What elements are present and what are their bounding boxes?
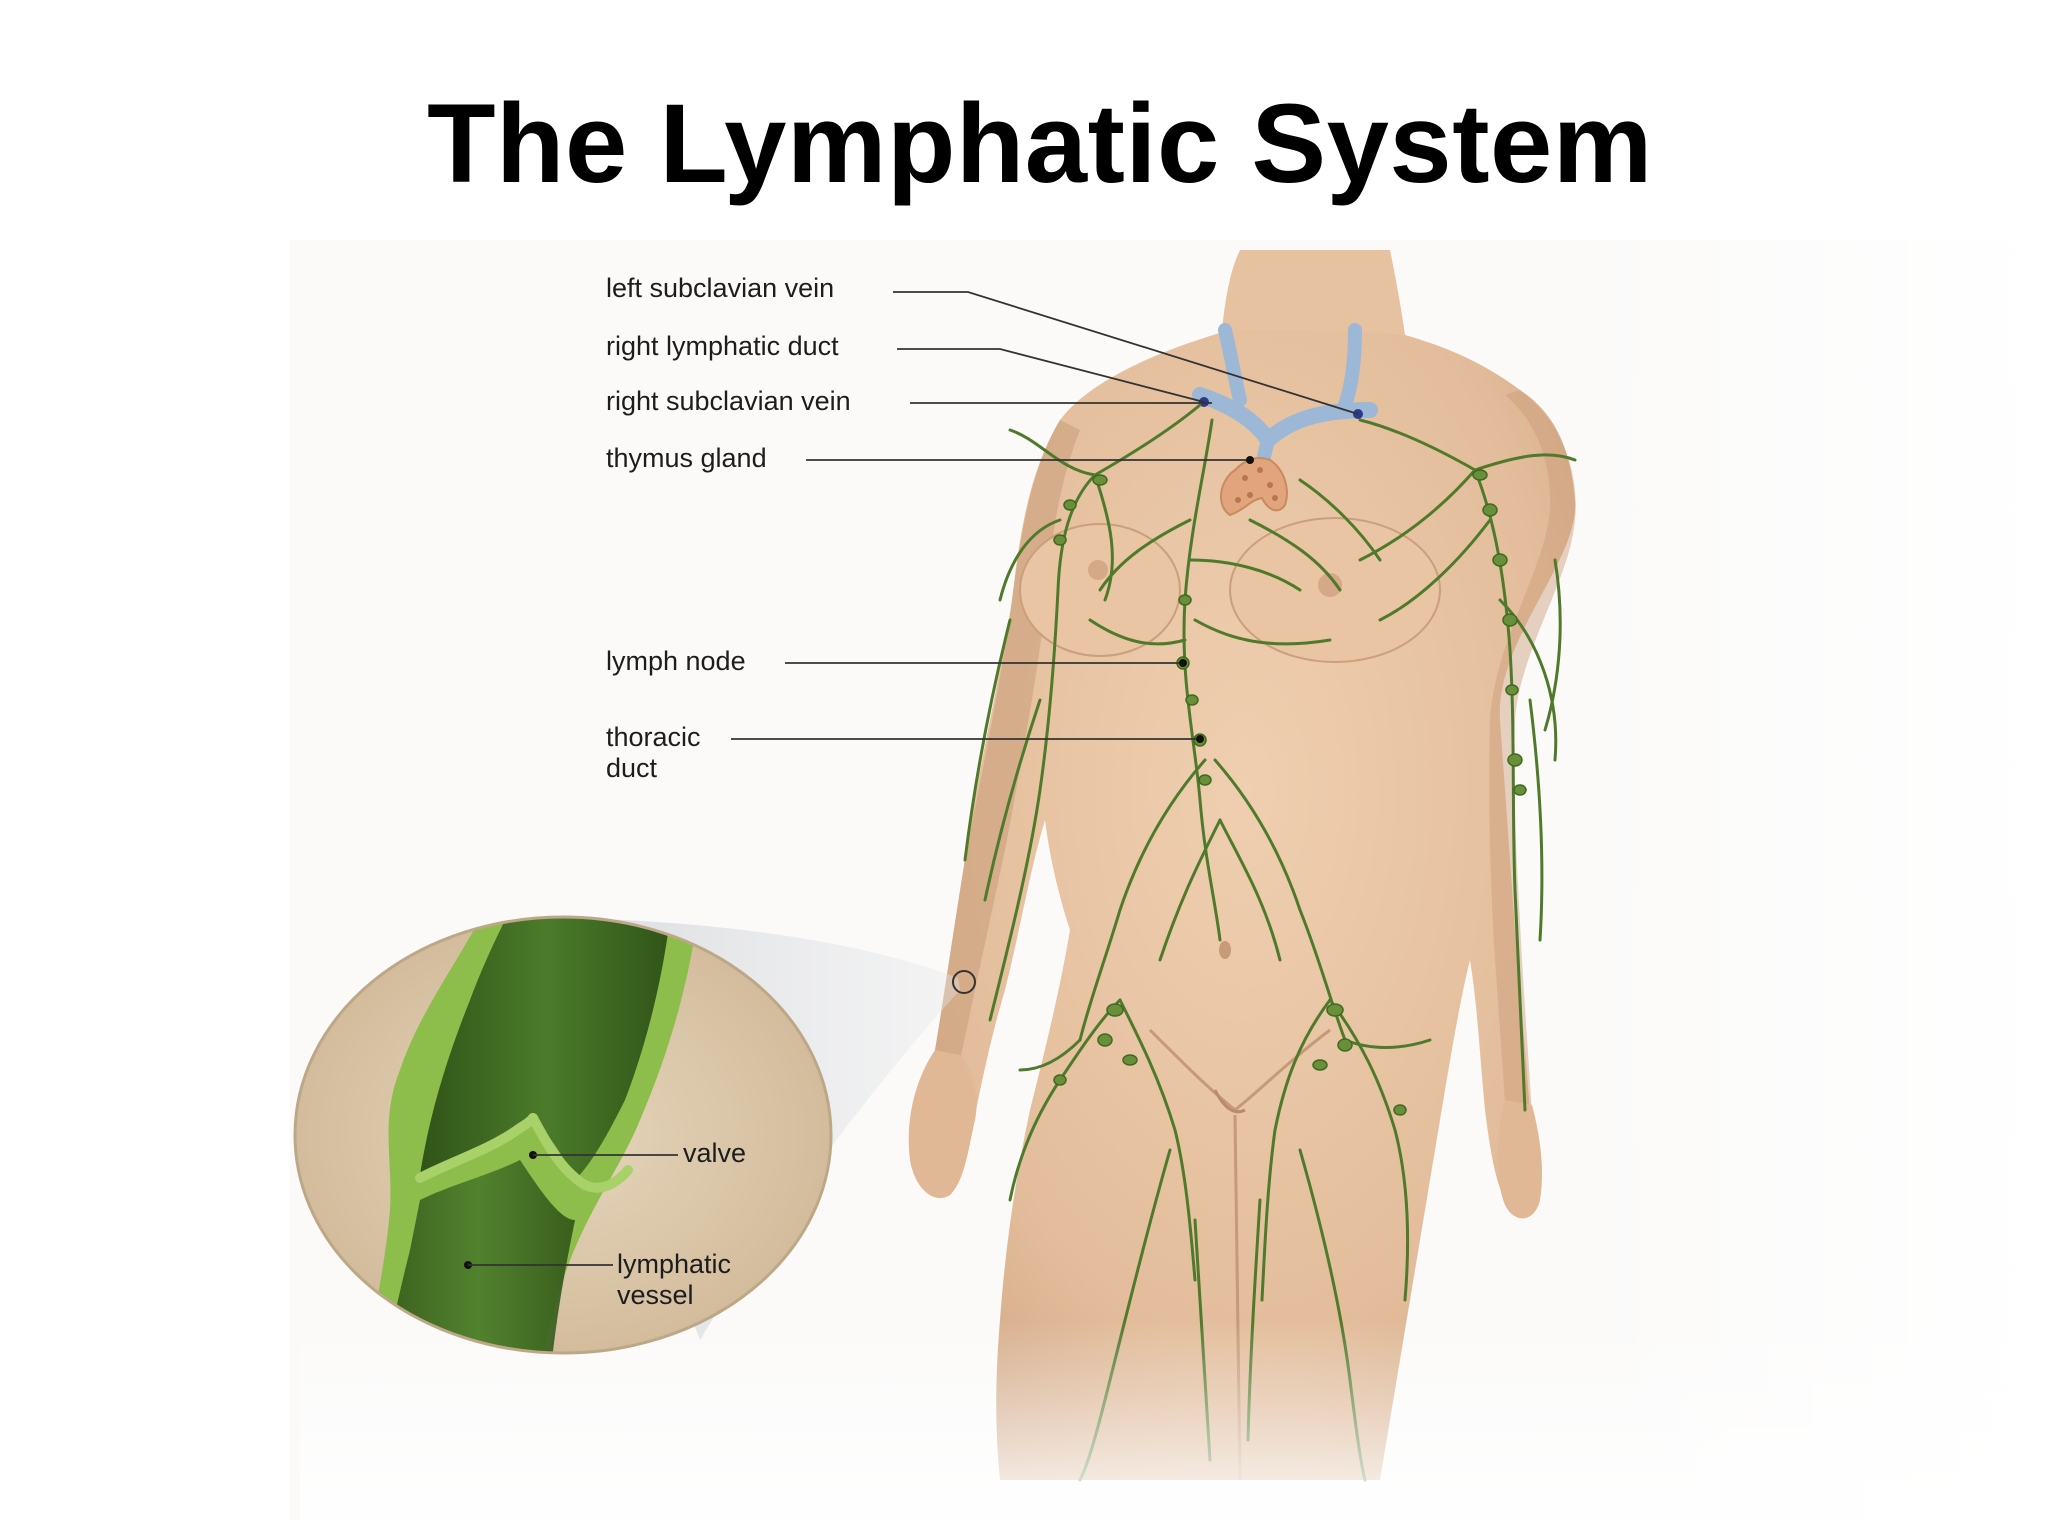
label-lymph-node: lymph node <box>606 646 746 676</box>
label-thoracic-duct-line1: thoracic <box>606 722 701 752</box>
label-left-subclavian-vein: left subclavian vein <box>606 273 835 303</box>
right-fade <box>1580 240 2048 1536</box>
label-lymphatic-vessel-line2: vessel <box>617 1280 694 1310</box>
label-lymphatic-vessel-line1: lymphatic <box>617 1249 732 1279</box>
leader-lines <box>468 291 1359 1266</box>
hand-left <box>908 1050 977 1199</box>
navel <box>1219 941 1231 959</box>
slide-title: The Lymphatic System <box>427 81 1653 206</box>
female-torso-figure <box>908 250 1576 1481</box>
hand-right <box>1497 1100 1543 1219</box>
nipple-left <box>1088 560 1108 580</box>
label-right-subclavian-vein: right subclavian vein <box>606 386 851 416</box>
label-thoracic-duct-line2: duct <box>606 753 658 783</box>
magnified-spot-marker <box>952 970 976 994</box>
nipple-right <box>1318 573 1342 597</box>
neck <box>1222 250 1405 335</box>
leader-dots <box>1179 456 1254 743</box>
label-thymus-gland: thymus gland <box>606 443 767 473</box>
groin <box>1213 1089 1246 1114</box>
arm-shadow-right <box>1489 390 1576 1175</box>
label-valve: valve <box>683 1138 747 1168</box>
thymus-gland-shape <box>1220 457 1288 517</box>
label-right-lymphatic-duct: right lymphatic duct <box>606 331 839 361</box>
